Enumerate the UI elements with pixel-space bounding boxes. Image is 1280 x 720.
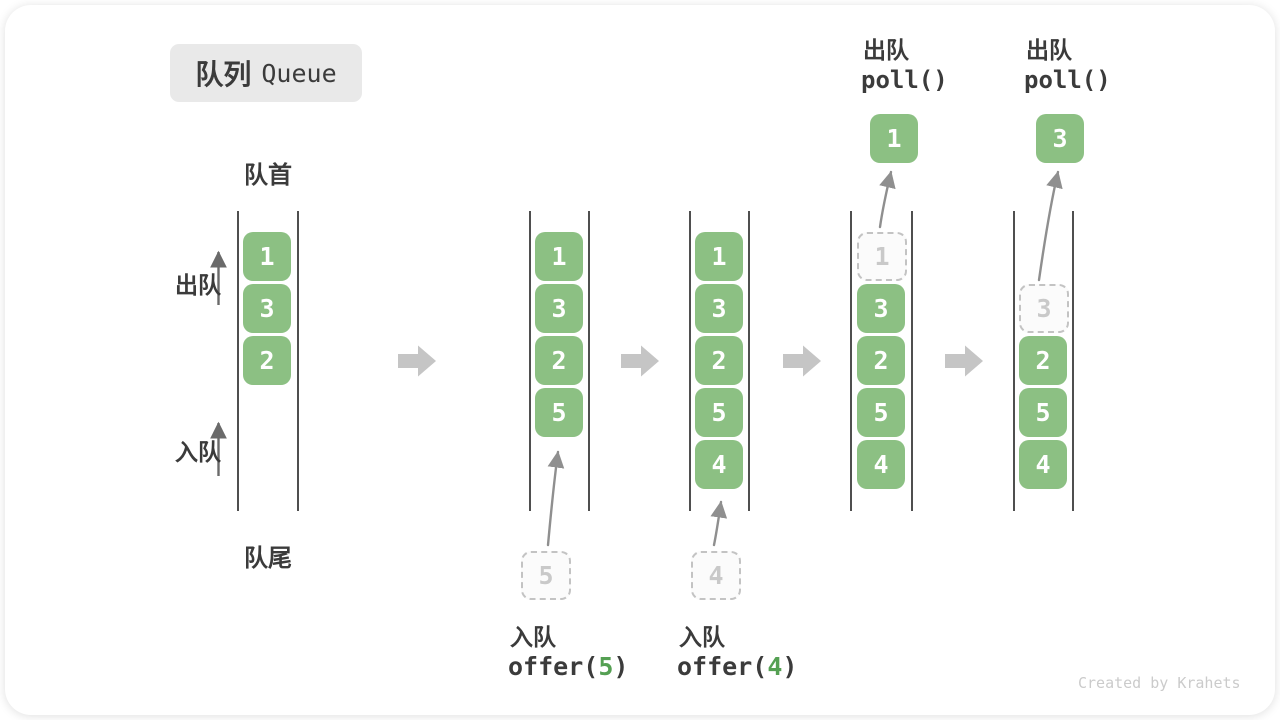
queue-item: 2: [857, 336, 905, 385]
queue-rear-label: 队尾: [244, 544, 292, 572]
queue-wall: [1013, 211, 1015, 511]
title-box: 队列 Queue: [170, 44, 362, 102]
queue-item: 5: [857, 388, 905, 437]
enqueue-code: offer(4): [677, 652, 797, 681]
queue-item: 5: [535, 388, 583, 437]
queue-item: 2: [243, 336, 291, 385]
code-suffix: ): [782, 652, 798, 681]
enqueue-label-zh: 入队: [510, 625, 556, 651]
diagram-card: [5, 5, 1275, 715]
queue-wall: [529, 211, 531, 511]
enqueue-code: offer(5): [508, 652, 628, 681]
enqueue-label-zh: 入队: [679, 625, 725, 651]
queue-wall: [237, 211, 239, 511]
queue-wall: [911, 211, 913, 511]
queue-wall: [689, 211, 691, 511]
queue-item: 4: [695, 440, 743, 489]
poll-code: poll(): [861, 66, 948, 94]
queue-item: 1: [243, 232, 291, 281]
queue-item: 5: [1019, 388, 1067, 437]
polled-item: 3: [1036, 114, 1084, 163]
poll-label-zh: 出队: [863, 38, 909, 64]
polled-item: 1: [870, 114, 918, 163]
queue-wall: [1072, 211, 1074, 511]
incoming-item-ghost: 4: [691, 551, 741, 600]
queue-item: 2: [1019, 336, 1067, 385]
poll-label-zh: 出队: [1026, 38, 1072, 64]
queue-wall: [297, 211, 299, 511]
poll-code: poll(): [1024, 66, 1111, 94]
code-prefix: offer(: [677, 652, 768, 681]
queue-item: 4: [1019, 440, 1067, 489]
queue-item: 3: [243, 284, 291, 333]
dequeue-side-label: 出队: [175, 273, 221, 299]
queue-item: 3: [535, 284, 583, 333]
code-arg: 5: [598, 652, 614, 681]
title-en: Queue: [261, 58, 337, 88]
code-arg: 4: [767, 652, 783, 681]
queue-item: 1: [695, 232, 743, 281]
incoming-item-ghost: 5: [521, 551, 571, 600]
queue-wall: [748, 211, 750, 511]
queue-wall: [850, 211, 852, 511]
removed-item-ghost: 1: [857, 232, 907, 281]
queue-item: 3: [857, 284, 905, 333]
code-suffix: ): [613, 652, 629, 681]
queue-item: 1: [535, 232, 583, 281]
enqueue-side-label: 入队: [175, 440, 221, 466]
queue-wall: [588, 211, 590, 511]
queue-item: 4: [857, 440, 905, 489]
removed-item-ghost: 3: [1019, 284, 1069, 333]
code-prefix: offer(: [508, 652, 599, 681]
queue-item: 5: [695, 388, 743, 437]
title-zh: 队列: [195, 58, 252, 91]
watermark: Created by Krahets: [1078, 674, 1241, 692]
queue-item: 2: [535, 336, 583, 385]
queue-item: 3: [695, 284, 743, 333]
queue-front-label: 队首: [244, 161, 292, 189]
queue-item: 2: [695, 336, 743, 385]
